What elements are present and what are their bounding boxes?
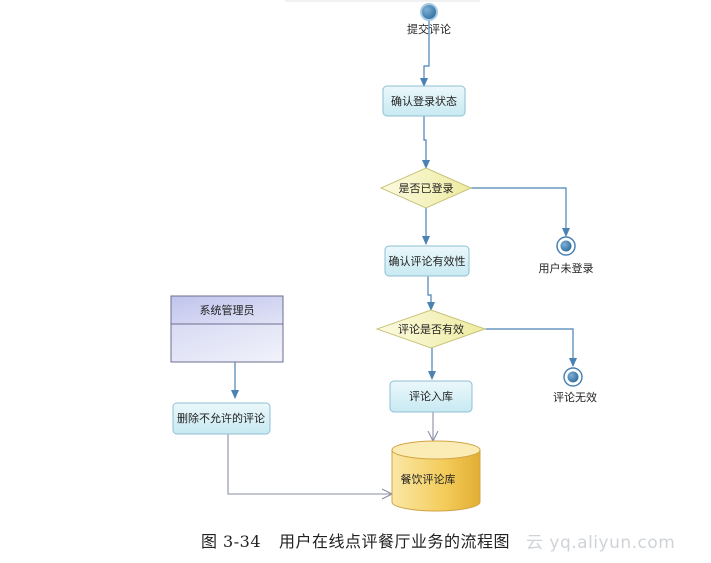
end-invalid: 评论无效 <box>553 367 597 404</box>
data-flow-edges <box>227 412 433 494</box>
action-confirm-login-label: 确认登录状态 <box>391 94 457 108</box>
swimlane-admin-label: 系统管理员 <box>200 303 255 317</box>
end-not-logged-in: 用户未登录 <box>539 236 594 275</box>
end-invalid-label: 评论无效 <box>553 390 597 404</box>
action-confirm-valid-label: 确认评论有效性 <box>389 254 466 268</box>
end-not-logged-in-inner <box>560 240 572 252</box>
end-invalid-inner <box>567 371 579 383</box>
action-store-comment-box <box>389 380 473 413</box>
edge-start-to-confirm-login <box>420 21 430 87</box>
decision-logged-in: 是否已登录 <box>379 167 473 209</box>
database-label: 餐饮评论库 <box>401 472 456 486</box>
start-circle <box>420 3 438 21</box>
edges <box>231 21 577 399</box>
decision-logged-in-diamond <box>379 167 473 209</box>
swimlane-admin-body <box>170 323 284 363</box>
action-store-comment-label: 评论入库 <box>409 389 453 403</box>
decision-valid-diamond <box>375 309 487 349</box>
edge-decision-valid-to-invalid-end <box>485 328 577 367</box>
edge-confirm-login-to-decision <box>422 116 430 169</box>
action-store-comment: 评论入库 <box>389 380 473 413</box>
action-confirm-login-box <box>382 85 466 117</box>
swimlane-admin: 系统管理员 <box>170 295 284 363</box>
action-confirm-valid: 确认评论有效性 <box>384 245 470 277</box>
action-delete-disallowed-box <box>172 402 271 435</box>
figure-number: 图 3-34 <box>200 532 262 551</box>
watermark: 云 yq.aliyun.com <box>526 533 676 553</box>
action-delete-disallowed: 删除不允许的评论 <box>172 402 271 435</box>
edge-confirm-valid-to-decision-valid <box>427 276 435 311</box>
swimlane-admin-header <box>170 295 284 325</box>
database-cylinder-body <box>391 449 481 512</box>
start-node: 提交评论 <box>407 3 451 36</box>
action-confirm-login: 确认登录状态 <box>382 85 466 117</box>
database-cylinder-top <box>391 440 481 460</box>
database-node: 餐饮评论库 <box>391 440 481 512</box>
figure-caption: 图 3-34 用户在线点评餐厅业务的流程图 <box>0 528 711 552</box>
end-not-logged-in-label: 用户未登录 <box>539 261 594 275</box>
decision-valid: 评论是否有效 <box>375 309 487 349</box>
start-label: 提交评论 <box>407 22 451 36</box>
edge-decision-to-not-logged-end <box>471 187 570 237</box>
action-confirm-valid-box <box>384 245 470 277</box>
decision-valid-label: 评论是否有效 <box>398 322 464 336</box>
action-delete-disallowed-label: 删除不允许的评论 <box>177 411 265 425</box>
decision-logged-in-label: 是否已登录 <box>399 181 454 195</box>
figure-title: 用户在线点评餐厅业务的流程图 <box>279 532 511 551</box>
edge-delete-to-database <box>227 434 392 494</box>
